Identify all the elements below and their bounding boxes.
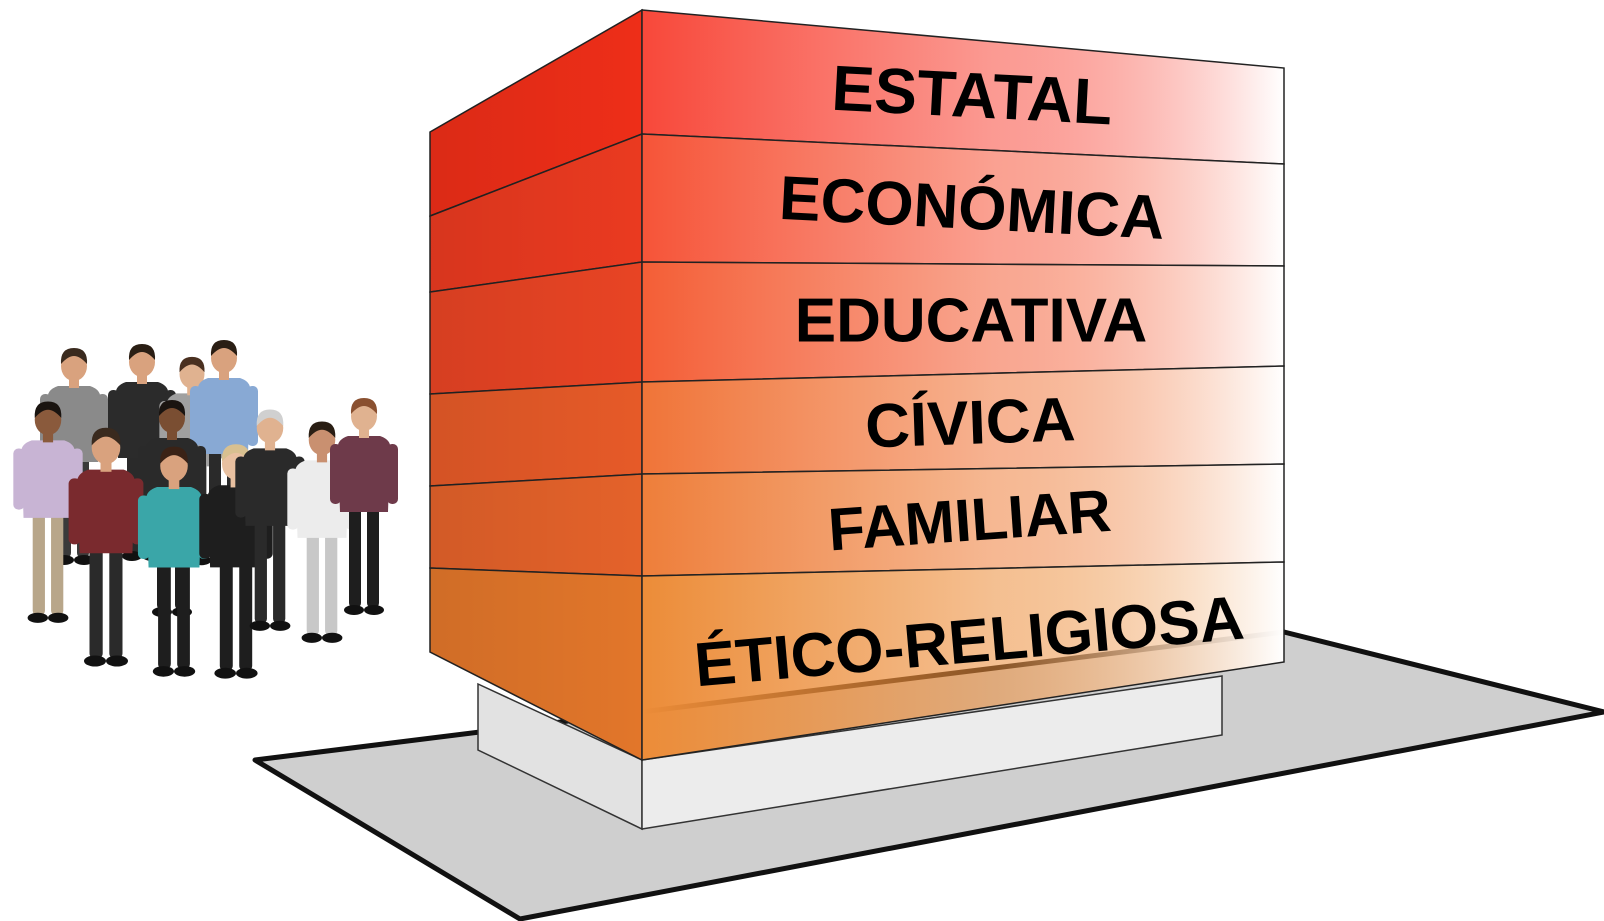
- building-base: [477, 675, 1223, 831]
- layer-1-label: ESTATAL: [830, 52, 1114, 139]
- person-figure: [13, 401, 83, 623]
- layer-4: CÍVICA: [429, 365, 1285, 487]
- people-group: [13, 340, 398, 679]
- person-figure: [235, 409, 305, 631]
- layer-6: ÉTICO-RELIGIOSA: [429, 561, 1285, 762]
- layer-3-label: EDUCATIVA: [795, 286, 1147, 355]
- layer-5: FAMILIAR: [429, 463, 1285, 577]
- layer-1: ESTATAL: [429, 8, 1285, 218]
- layer-6-front-face: [641, 561, 1285, 761]
- layer-3: EDUCATIVA: [429, 261, 1285, 395]
- person-figure: [68, 427, 144, 667]
- person-figure: [330, 398, 398, 615]
- layer-2: ECONÓMICA: [429, 132, 1285, 293]
- layer-4-label: CÍVICA: [864, 385, 1076, 461]
